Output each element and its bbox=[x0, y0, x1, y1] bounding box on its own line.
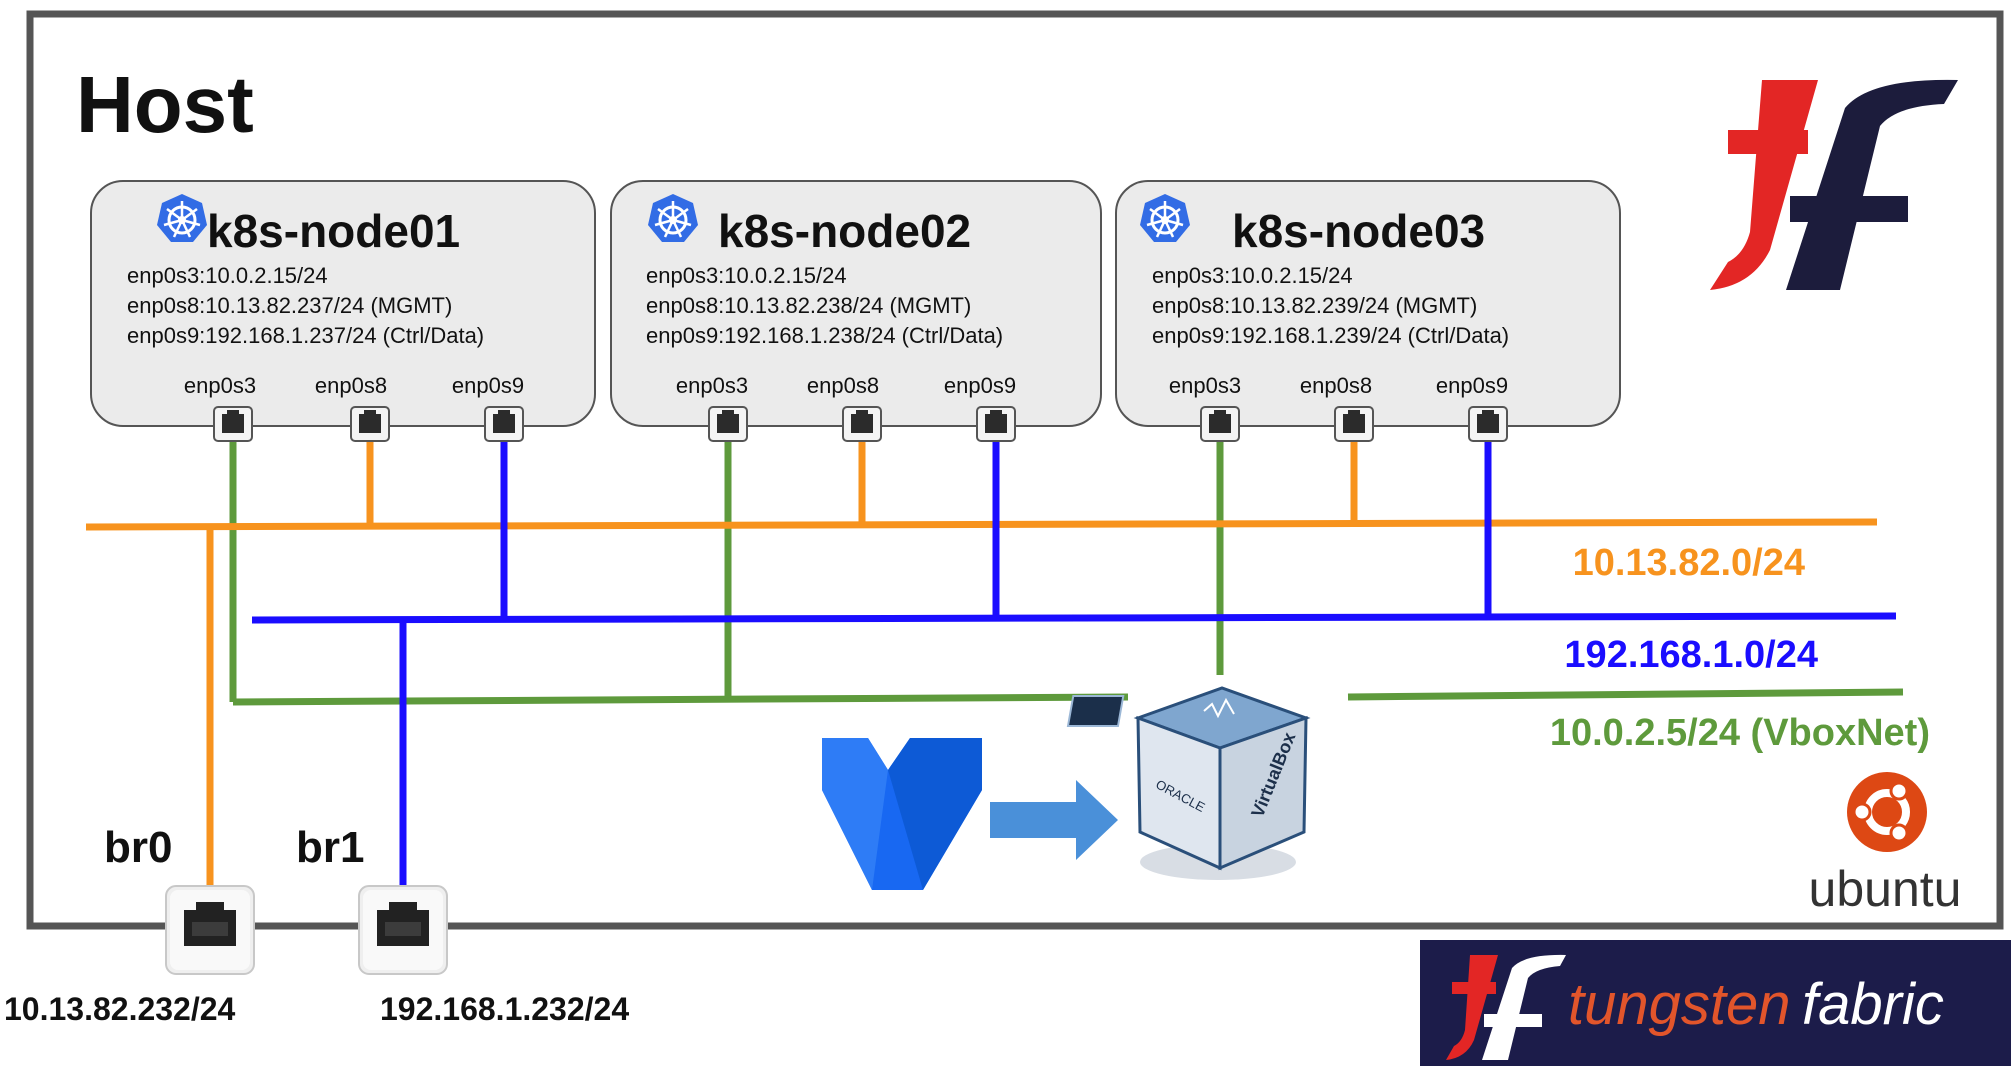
iface-line: enp0s3:10.0.2.15/24 bbox=[646, 263, 847, 288]
mgmt-network-label: 10.13.82.0/24 bbox=[1573, 542, 1805, 584]
tungsten-fabric-logo bbox=[1710, 79, 1958, 290]
iface-line: enp0s9:192.168.1.239/24 (Ctrl/Data) bbox=[1152, 323, 1509, 348]
ethernet-port-icon bbox=[708, 406, 748, 442]
ethernet-port-icon bbox=[976, 406, 1016, 442]
node-title: k8s-node03 bbox=[1232, 205, 1485, 257]
tungsten-wordmark: tungsten bbox=[1568, 972, 1791, 1037]
ethernet-port-icon bbox=[350, 406, 390, 442]
arrow-right-icon bbox=[990, 780, 1118, 860]
iface-line: enp0s3:10.0.2.15/24 bbox=[1152, 263, 1353, 288]
node-title: k8s-node01 bbox=[207, 205, 460, 257]
network-lines bbox=[85, 430, 1904, 885]
ethernet-port-icon bbox=[842, 406, 882, 442]
node-box-03: k8s-node03 enp0s3:10.0.2.15/24 enp0s8:10… bbox=[1115, 180, 1621, 442]
node-box-01: k8s-node01 enp0s3:10.0.2.15/24 enp0s8:10… bbox=[90, 180, 596, 442]
fabric-wordmark: fabric bbox=[1802, 972, 1944, 1037]
vboxnet-lines bbox=[229, 430, 1904, 706]
ethernet-port-icon bbox=[1200, 406, 1240, 442]
port-label: enp0s9 bbox=[944, 373, 1016, 398]
bridge-label-br1: br1 bbox=[296, 823, 364, 872]
ethernet-port-icon bbox=[165, 885, 255, 975]
port-label: enp0s3 bbox=[676, 373, 748, 398]
mgmt-lines bbox=[85, 430, 1878, 885]
node-title: k8s-node02 bbox=[718, 205, 971, 257]
iface-line: enp0s8:10.13.82.239/24 (MGMT) bbox=[1152, 293, 1477, 318]
ethernet-port-icon bbox=[358, 885, 448, 975]
bridge-label-br0: br0 bbox=[104, 823, 172, 872]
ethernet-port-icon bbox=[1468, 406, 1508, 442]
port-label: enp0s9 bbox=[452, 373, 524, 398]
port-label: enp0s3 bbox=[184, 373, 256, 398]
data-network-label: 192.168.1.0/24 bbox=[1564, 634, 1818, 676]
host-title: Host bbox=[76, 60, 254, 149]
port-label: enp0s8 bbox=[807, 373, 879, 398]
ubuntu-icon bbox=[1847, 772, 1927, 852]
vboxnet-network-label: 10.0.2.5/24 (VboxNet) bbox=[1550, 712, 1930, 754]
port-label: enp0s3 bbox=[1169, 373, 1241, 398]
port-label: enp0s8 bbox=[315, 373, 387, 398]
iface-line: enp0s3:10.0.2.15/24 bbox=[127, 263, 328, 288]
iface-line: enp0s8:10.13.82.237/24 (MGMT) bbox=[127, 293, 452, 318]
iface-line: enp0s8:10.13.82.238/24 (MGMT) bbox=[646, 293, 971, 318]
ubuntu-wordmark: ubuntu bbox=[1809, 861, 1962, 917]
bridge-address-br0: 10.13.82.232/24 bbox=[4, 991, 236, 1027]
port-label: enp0s9 bbox=[1436, 373, 1508, 398]
port-label: enp0s8 bbox=[1300, 373, 1372, 398]
iface-line: enp0s9:192.168.1.238/24 (Ctrl/Data) bbox=[646, 323, 1003, 348]
virtualbox-icon: ORACLE VirtualBox bbox=[1066, 686, 1311, 880]
tungsten-fabric-banner: tungsten fabric bbox=[1420, 940, 2011, 1066]
node-box-02: k8s-node02 enp0s3:10.0.2.15/24 enp0s8:10… bbox=[610, 180, 1102, 442]
vagrant-icon bbox=[822, 738, 982, 890]
ethernet-port-icon bbox=[213, 406, 253, 442]
host-frame bbox=[26, 10, 2004, 930]
ethernet-port-icon bbox=[484, 406, 524, 442]
ethernet-port-icon bbox=[1334, 406, 1374, 442]
bridge-address-br1: 192.168.1.232/24 bbox=[380, 991, 629, 1027]
data-lines bbox=[251, 430, 1897, 885]
iface-line: enp0s9:192.168.1.237/24 (Ctrl/Data) bbox=[127, 323, 484, 348]
